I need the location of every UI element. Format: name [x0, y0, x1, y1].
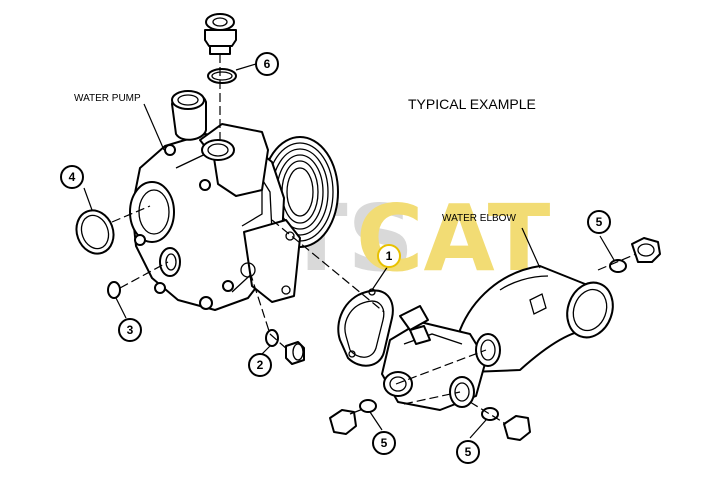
- gasket-1: [337, 288, 394, 367]
- o-ring-5-left: [359, 399, 377, 413]
- label-water-elbow: WATER ELBOW: [442, 213, 516, 224]
- callout-3: 3: [118, 318, 142, 342]
- callout-4: 4: [60, 165, 84, 189]
- callout-1: 1: [377, 244, 401, 268]
- pump-small-plug: [285, 341, 305, 365]
- water-pump: [129, 90, 339, 311]
- o-ring-4: [75, 209, 115, 255]
- pump-plug: [204, 13, 237, 55]
- elbow-plug-top: [631, 237, 661, 263]
- svg-text:6: 6: [264, 57, 271, 71]
- callout-2: 2: [248, 353, 272, 377]
- svg-text:3: 3: [127, 323, 134, 337]
- svg-text:5: 5: [381, 436, 388, 450]
- svg-text:5: 5: [465, 445, 472, 459]
- svg-text:2: 2: [257, 358, 264, 372]
- callout-5-top: 5: [587, 210, 611, 234]
- o-ring-3: [107, 281, 121, 299]
- callout-5-right: 5: [456, 440, 480, 464]
- callout-6: 6: [255, 52, 279, 76]
- svg-text:4: 4: [69, 170, 76, 184]
- o-ring-2: [265, 329, 279, 347]
- water-elbow: [381, 265, 614, 411]
- callout-5-left: 5: [372, 431, 396, 455]
- label-water-pump: WATER PUMP: [74, 93, 141, 104]
- diagram-title: TYPICAL EXAMPLE: [408, 96, 536, 112]
- leader-lines: [83, 54, 637, 439]
- svg-text:1: 1: [386, 249, 393, 263]
- elbow-bolt-right: [503, 415, 531, 441]
- svg-text:5: 5: [596, 215, 603, 229]
